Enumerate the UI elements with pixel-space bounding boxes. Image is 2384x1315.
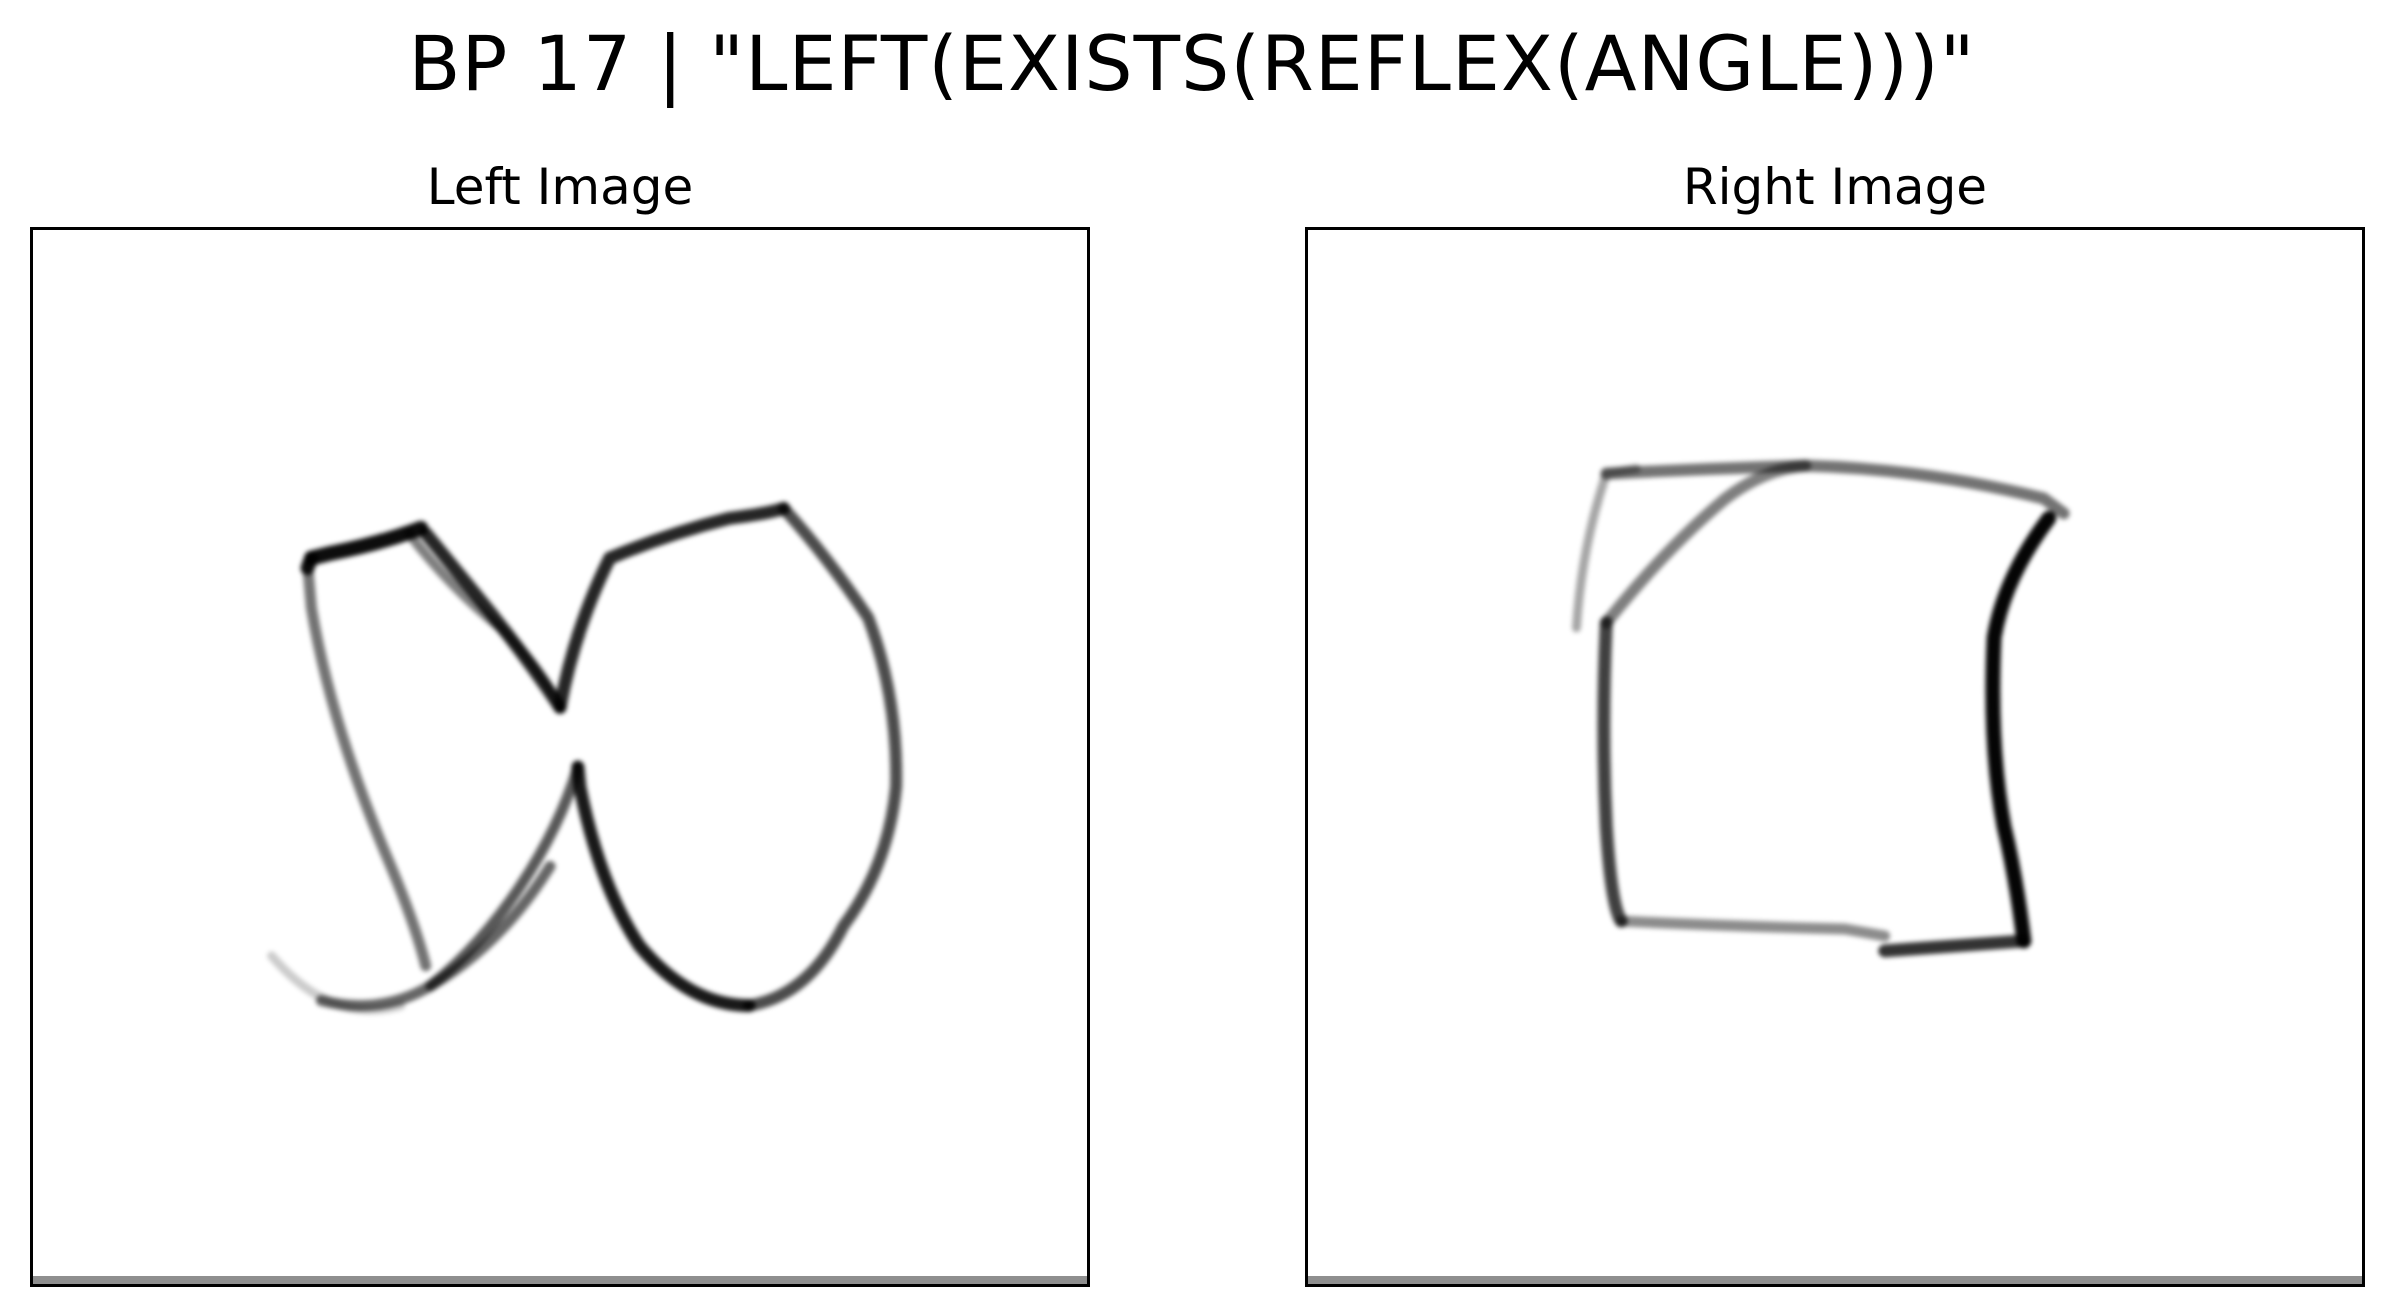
left-panel-bottom-edge: [33, 1276, 1087, 1284]
left-drawing: [267, 501, 903, 1015]
left-image-panel: [30, 227, 1090, 1287]
bottom-edge-stroke: [1615, 915, 1891, 942]
left-edge-stroke: [1597, 616, 1628, 928]
bottom-right-edge-stroke: [1878, 934, 2031, 958]
top-left-corner-stroke: [300, 551, 319, 576]
right-lobe-upper-stroke: [553, 501, 791, 714]
top-left-bar-stroke: [303, 520, 429, 566]
reflex-vertex-stroke-2: [425, 761, 584, 992]
reflex-vertex-stroke-1: [419, 526, 567, 714]
right-lobe-bottom-stroke: [571, 760, 756, 1013]
left-panel-title: Left Image: [426, 158, 694, 216]
concave-right-edge-stroke: [1985, 510, 2057, 949]
top-edge-stroke: [1600, 459, 2070, 520]
right-panel-title: Right Image: [1682, 158, 1988, 216]
right-panel-bottom-edge: [1308, 1276, 2362, 1284]
left-side-stroke: [301, 557, 432, 972]
top-diagonal-stroke: [1600, 459, 1812, 629]
figure-title: BP 17 | "LEFT(EXISTS(REFLEX(ANGLE)))": [408, 19, 1976, 108]
right-image-panel: [1305, 227, 2365, 1287]
right-lobe-side-stroke: [742, 502, 903, 1012]
right-drawing: [1571, 459, 2070, 958]
faint-left-sliver-stroke: [1571, 464, 1641, 633]
